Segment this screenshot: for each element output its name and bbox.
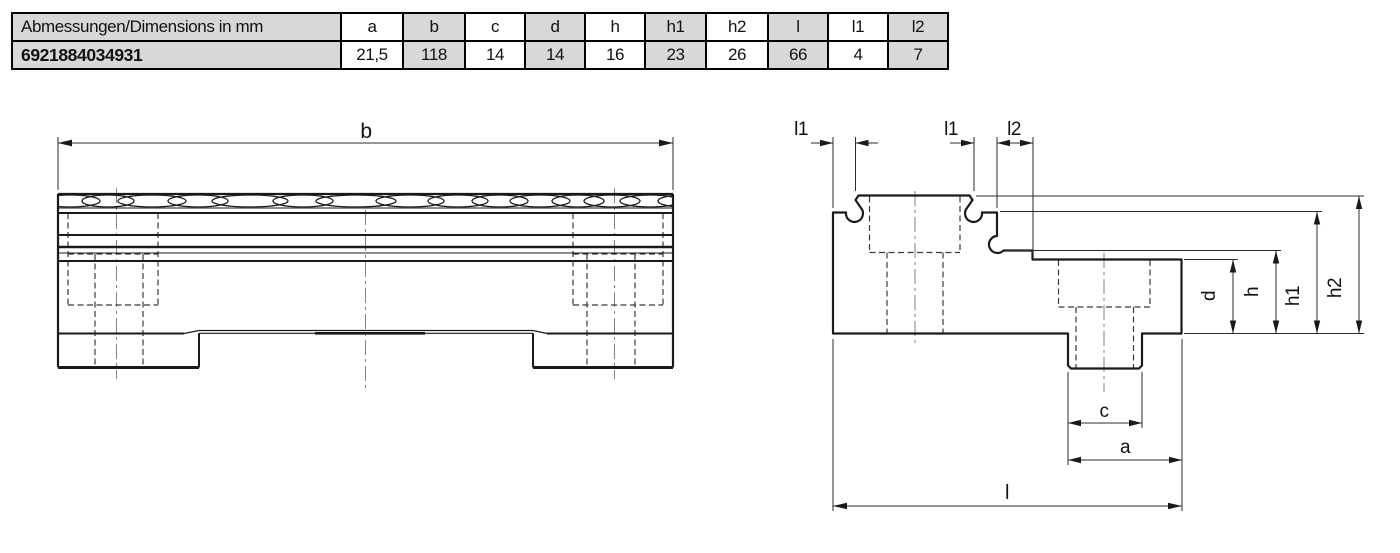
dim-label-d: d	[1199, 291, 1220, 301]
dim-label-b: b	[360, 120, 371, 143]
value-h2: 26	[705, 40, 769, 70]
value-h: 16	[584, 40, 646, 70]
table-data-row: 6921884034931 21,5 118 14 14 16 23 26 66…	[11, 40, 949, 70]
table-header-row: Abmessungen/Dimensions in mm a b c d h h…	[11, 12, 949, 42]
dim-label-h1: h1	[1283, 286, 1304, 306]
dim-label-h2: h2	[1325, 278, 1346, 298]
side-view-hidden-holes	[67, 213, 664, 367]
table-title-cell: Abmessungen/Dimensions in mm	[11, 12, 342, 42]
value-h1: 23	[644, 40, 707, 70]
value-b: 118	[402, 40, 466, 70]
dim-label-l2: l2	[1007, 119, 1021, 140]
dimensions-right: d h h1 h2	[976, 195, 1364, 334]
col-header-h: h	[584, 12, 646, 42]
serration-pattern	[59, 194, 672, 208]
value-d: 14	[524, 40, 586, 70]
dimension-b: b	[57, 120, 674, 190]
value-l2: 7	[887, 40, 949, 70]
col-header-l: l	[767, 12, 829, 42]
value-c: 14	[464, 40, 526, 70]
col-header-h2: h2	[705, 12, 769, 42]
value-a: 21,5	[340, 40, 404, 70]
dim-label-l1-mid: l1	[944, 119, 958, 140]
col-header-h1: h1	[644, 12, 707, 42]
col-header-a: a	[340, 12, 404, 42]
dim-label-h: h	[1242, 287, 1263, 297]
dim-label-c: c	[1100, 401, 1109, 422]
dimensions-bottom: c a l	[832, 339, 1183, 511]
dim-label-l1-left: l1	[794, 119, 808, 140]
side-view-outline	[56, 192, 675, 369]
side-view-centerlines	[116, 188, 615, 392]
value-l: 66	[767, 40, 829, 70]
col-header-c: c	[464, 12, 526, 42]
section-profile-outline	[831, 194, 1183, 370]
dim-label-l: l	[1005, 482, 1009, 504]
dimension-table: Abmessungen/Dimensions in mm a b c d h h…	[11, 12, 949, 70]
cross-section-drawing: l1 l1 l2 d	[794, 119, 1364, 511]
dim-label-a: a	[1120, 437, 1131, 458]
section-hidden-holes	[868, 196, 1151, 368]
col-header-d: d	[524, 12, 586, 42]
side-view-drawing: b	[56, 120, 675, 392]
col-header-l1: l1	[827, 12, 889, 42]
part-number-cell: 6921884034931	[11, 40, 342, 70]
value-l1: 4	[827, 40, 889, 70]
col-header-b: b	[402, 12, 466, 42]
col-header-l2: l2	[887, 12, 949, 42]
